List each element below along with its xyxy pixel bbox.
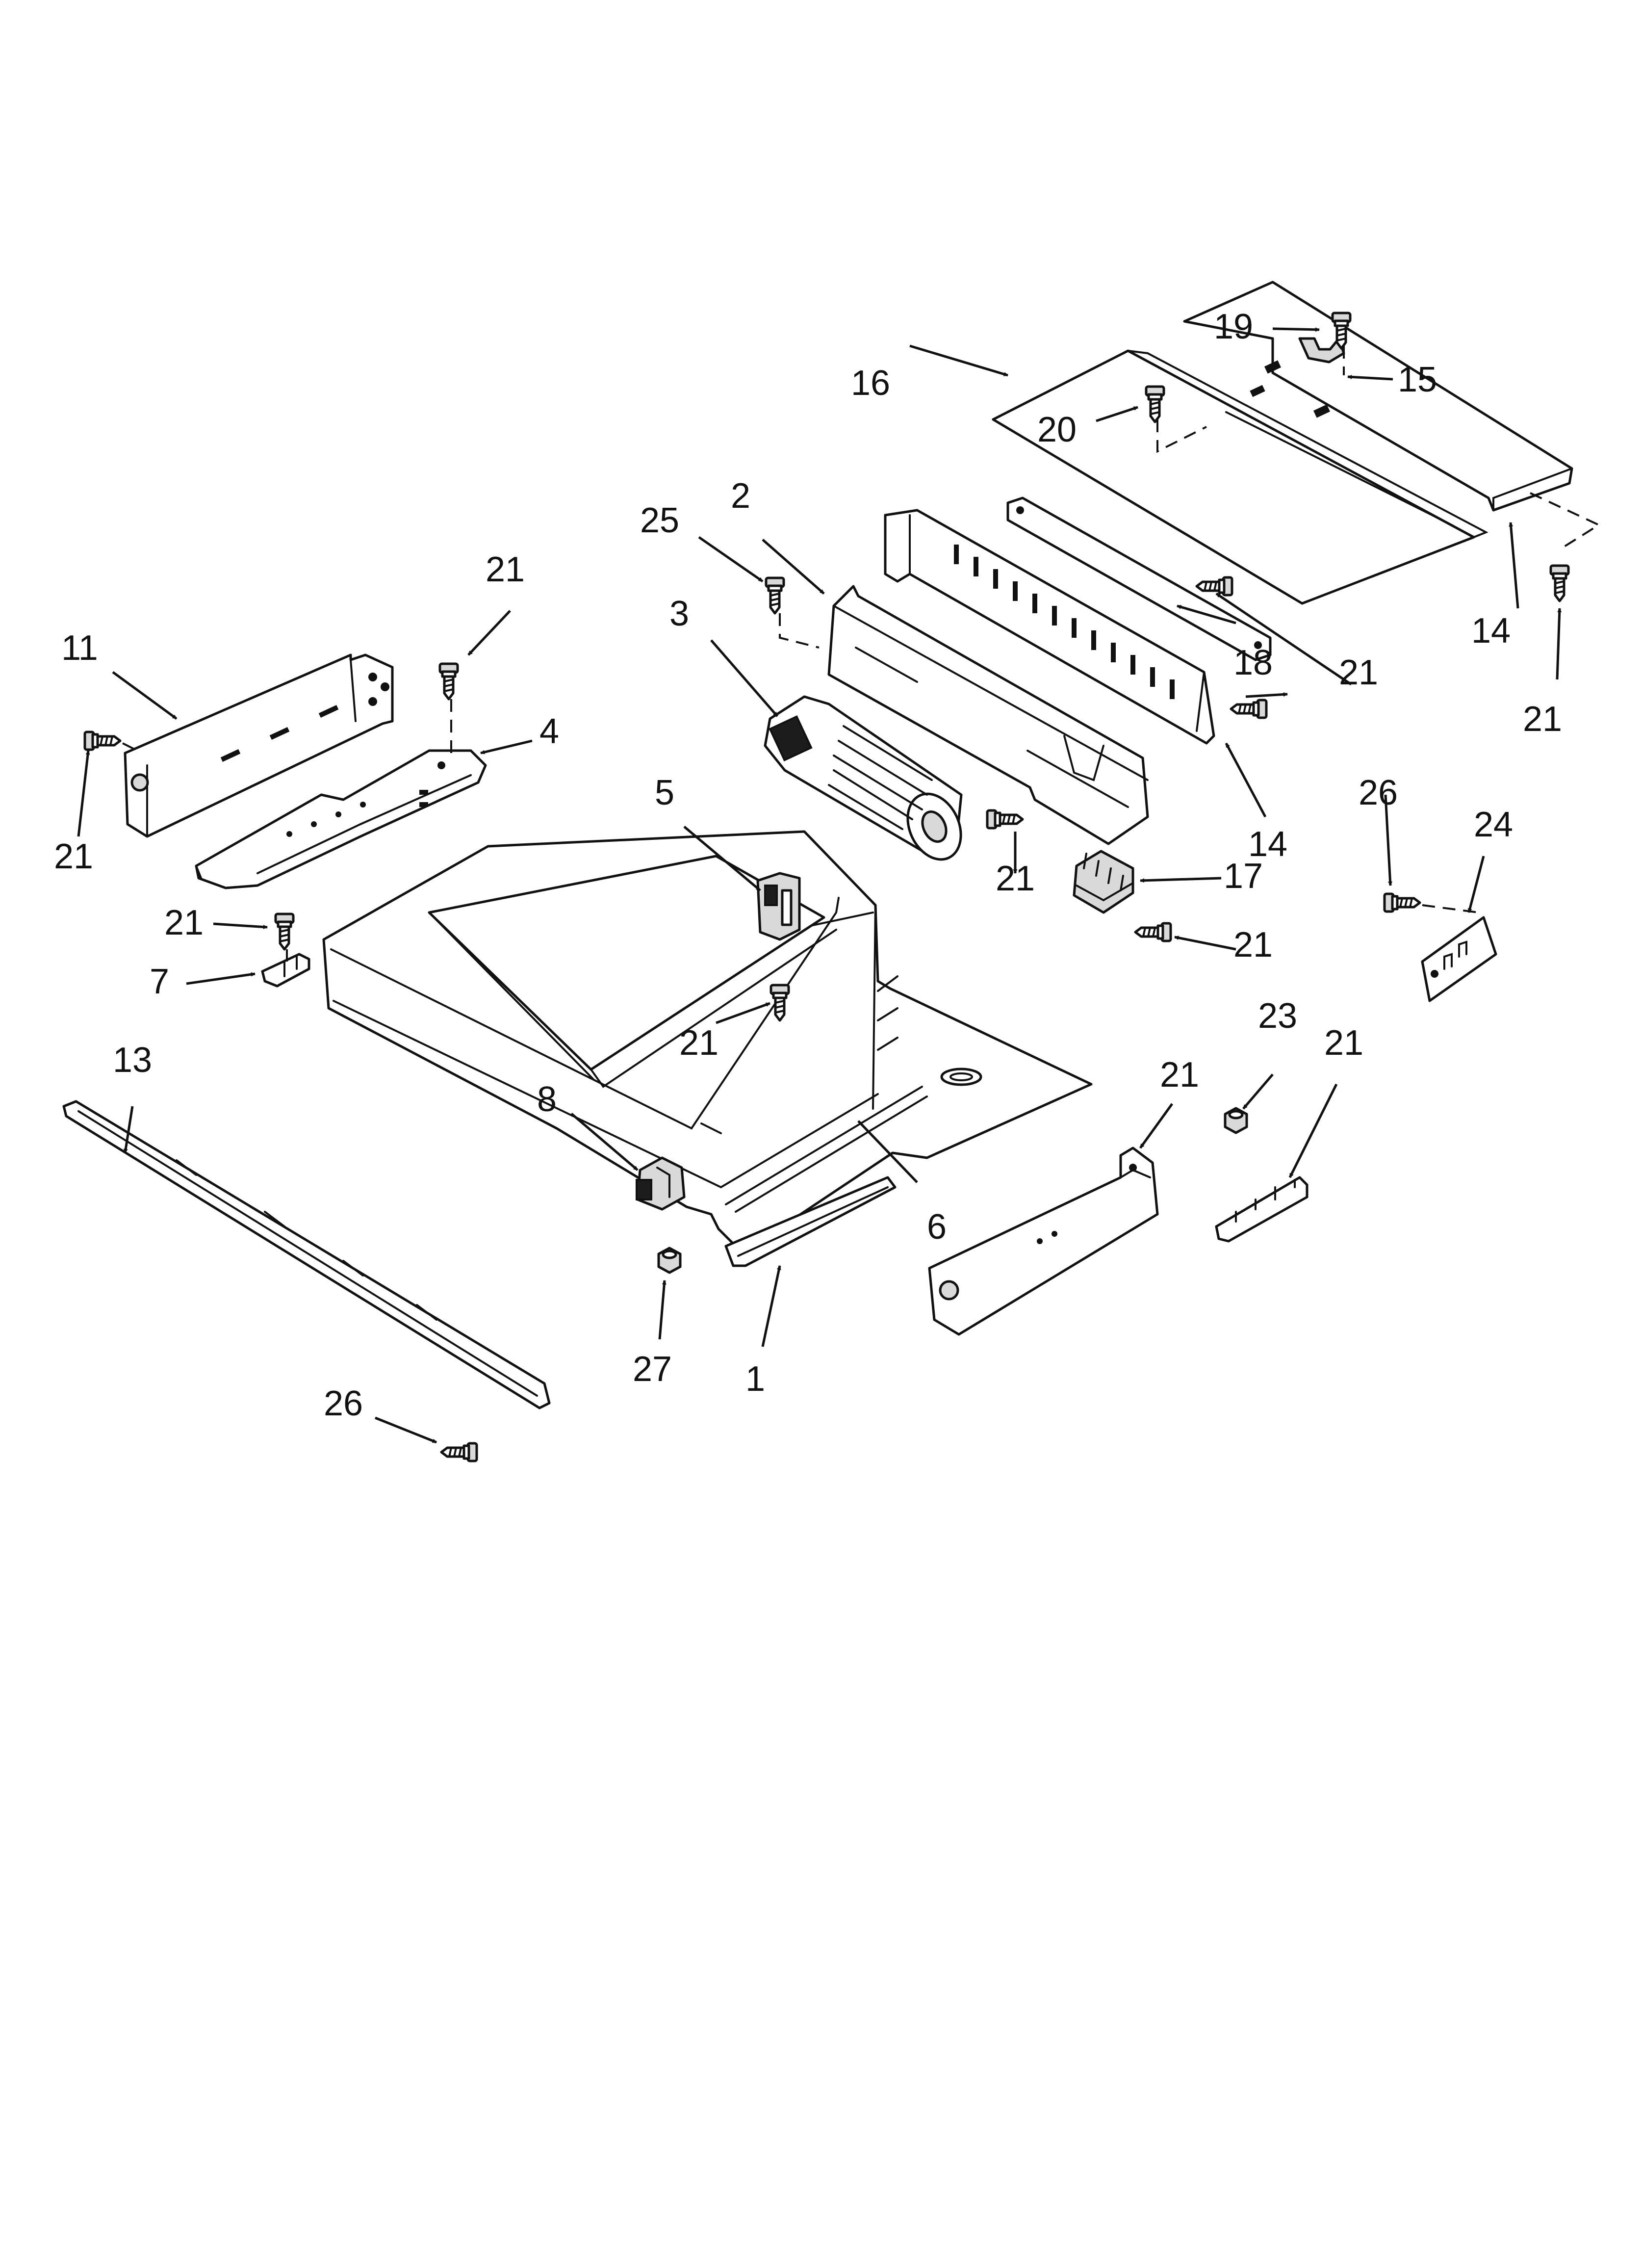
screw-21-clip	[276, 914, 293, 949]
mounting-bracket	[884, 509, 1215, 745]
callout-23: 23	[1258, 996, 1297, 1036]
callout-27: 27	[633, 1350, 672, 1389]
screw-21-left-bracket	[440, 664, 458, 699]
callout-18: 16	[851, 364, 890, 403]
nut-23	[1225, 1108, 1247, 1133]
terminal-block	[1073, 850, 1134, 914]
callout-21: 21	[54, 837, 93, 876]
callout-16: 14	[1471, 611, 1511, 651]
callout-21: 21	[1523, 700, 1562, 739]
callout-2: 2	[731, 476, 750, 516]
callout-6: 6	[927, 1207, 947, 1247]
callout-5: 5	[655, 773, 674, 812]
callout-15: 14	[1248, 825, 1287, 864]
callout-17: 15	[1398, 360, 1437, 399]
callout-13: 13	[113, 1041, 152, 1080]
flat-bracket-plate	[195, 749, 487, 889]
screw-26-bottom	[441, 1443, 477, 1461]
screw-21-left-end	[85, 732, 120, 750]
main-chassis	[322, 830, 1093, 1248]
latch-assembly	[636, 1156, 686, 1211]
screw-26-right	[1385, 894, 1420, 912]
callout-leaders	[77, 327, 1562, 1444]
screw-20	[1197, 577, 1232, 595]
top-cover-panel	[1183, 281, 1573, 512]
callout-14: 21	[1160, 1055, 1199, 1095]
callout-20: 18	[1233, 643, 1273, 682]
callout-21: 21	[1233, 925, 1273, 965]
callout-26: 26	[1359, 773, 1398, 812]
blower-motor	[764, 695, 963, 861]
front-trim-strip	[724, 1176, 897, 1267]
nut-27	[659, 1248, 680, 1273]
callout-26: 26	[324, 1384, 363, 1423]
callout-11: 21	[1324, 1023, 1363, 1063]
callout-19: 17	[1224, 857, 1263, 896]
callout-7: 7	[150, 962, 169, 1001]
callout-25: 24	[1474, 805, 1513, 844]
front-trim-bar	[62, 1100, 551, 1409]
gasket-strip	[1006, 496, 1272, 661]
callout-21: 21	[1339, 653, 1378, 692]
callout-4: 4	[539, 712, 559, 751]
screw-21-bracket	[1231, 700, 1266, 718]
left-side-bracket	[124, 653, 394, 838]
callout-14: 11	[61, 628, 98, 668]
small-clip-bracket	[261, 953, 310, 988]
screw-21-block	[1135, 923, 1171, 941]
callout-21: 20	[1037, 410, 1077, 449]
screw-21-far-right	[1551, 566, 1568, 601]
callout-21: 21	[164, 903, 204, 942]
fan-duct	[827, 585, 1149, 845]
callout-21: 21	[996, 859, 1035, 898]
screw-21-motor	[987, 810, 1023, 828]
callout-21: 19	[1214, 307, 1253, 346]
door-switch	[756, 872, 801, 941]
callout-21: 21	[679, 1023, 718, 1063]
callout-1: 1	[745, 1359, 765, 1399]
assembly-guide-lines	[122, 346, 1601, 962]
right-side-bracket	[928, 1147, 1159, 1336]
callout-3: 3	[669, 594, 689, 633]
callout-24: 25	[640, 501, 679, 540]
terminal-bracket	[1421, 916, 1497, 1002]
wire-clamp-strip	[1215, 1176, 1308, 1243]
screw-24	[766, 578, 784, 613]
callout-21: 21	[486, 550, 525, 589]
shield-panel	[992, 349, 1488, 605]
callout-labels: 19 15 16 20 25 2 3 18 21 14 21 14 21 17 …	[54, 307, 1562, 1423]
callout-8: 8	[537, 1080, 557, 1119]
